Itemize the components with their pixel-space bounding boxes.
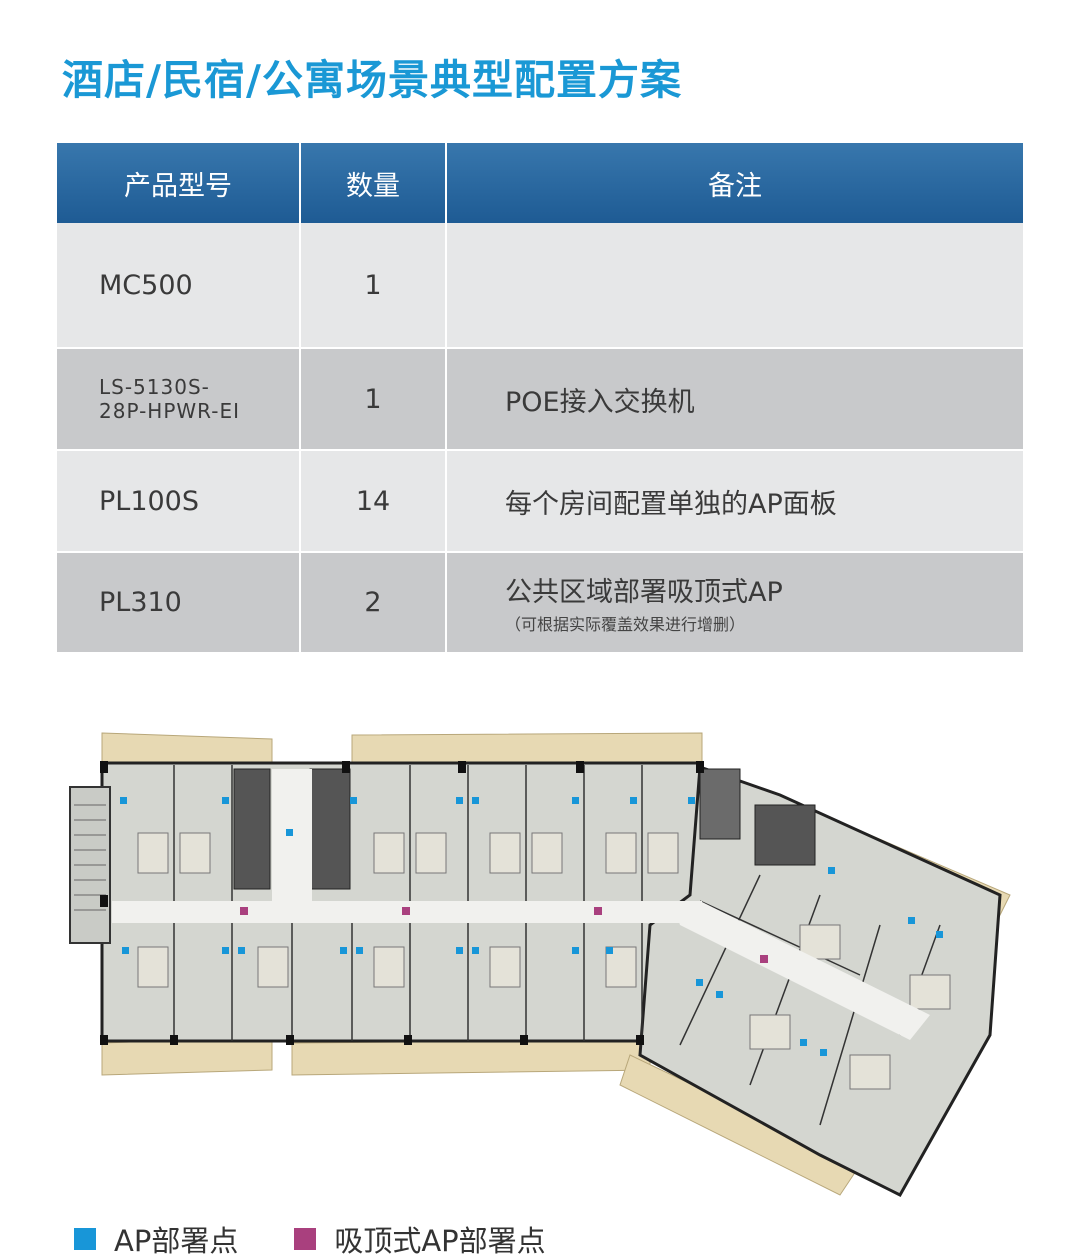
model-line-1: LS-5130S- (99, 375, 210, 399)
model-line-2: 28P-HPWR-EI (99, 399, 240, 423)
legend-label-ceiling-ap: 吸顶式AP部署点 (334, 1224, 546, 1258)
cell-model: MC500 (57, 223, 301, 349)
cell-qty: 1 (300, 348, 447, 451)
cell-note: 每个房间配置单独的AP面板 (446, 450, 1023, 553)
building-outline (69, 761, 1002, 1197)
cell-note: POE接入交换机 (446, 348, 1023, 451)
page-title: 酒店/民宿/公寓场景典型配置方案 (62, 56, 682, 104)
legend-swatch-ceiling-ap (294, 1228, 317, 1250)
table-row: MC500 1 (57, 223, 1023, 349)
cell-qty: 14 (300, 450, 447, 553)
bathrooms (137, 832, 951, 1090)
legend: AP部署点 吸顶式AP部署点 (74, 1218, 546, 1260)
table-row: LS-5130S- 28P-HPWR-EI 1 POE接入交换机 (57, 348, 1023, 451)
table-header: 产品型号 数量 备注 (57, 143, 1023, 223)
elevator-core (233, 768, 816, 890)
floor-plan (69, 732, 1011, 1197)
ceiling-ap-points (240, 907, 768, 963)
cell-qty: 1 (300, 223, 447, 349)
cell-model: PL310 (57, 552, 301, 654)
legend-label-ap: AP部署点 (114, 1224, 239, 1258)
cell-qty: 2 (300, 552, 447, 654)
cell-model: PL100S (57, 450, 301, 553)
header-qty: 数量 (300, 143, 447, 223)
header-note: 备注 (446, 143, 1023, 223)
legend-swatch-ap (74, 1228, 96, 1250)
note-main: 公共区域部署吸顶式AP (505, 577, 783, 608)
header-model: 产品型号 (57, 143, 301, 223)
structural-columns (100, 761, 704, 1045)
config-table: 产品型号 数量 备注 MC500 1 LS-5130S- 28P-HPWR-EI… (57, 143, 1023, 654)
cell-note: 公共区域部署吸顶式AP （可根据实际覆盖效果进行增删） (446, 552, 1023, 654)
table-row: PL100S 14 每个房间配置单独的AP面板 (57, 450, 1023, 553)
table-row: PL310 2 公共区域部署吸顶式AP （可根据实际覆盖效果进行增删） (57, 552, 1023, 654)
note-sub: （可根据实际覆盖效果进行增删） (505, 615, 746, 634)
cell-model: LS-5130S- 28P-HPWR-EI (57, 348, 301, 451)
cell-note (446, 223, 1023, 349)
ap-points (120, 797, 943, 1056)
